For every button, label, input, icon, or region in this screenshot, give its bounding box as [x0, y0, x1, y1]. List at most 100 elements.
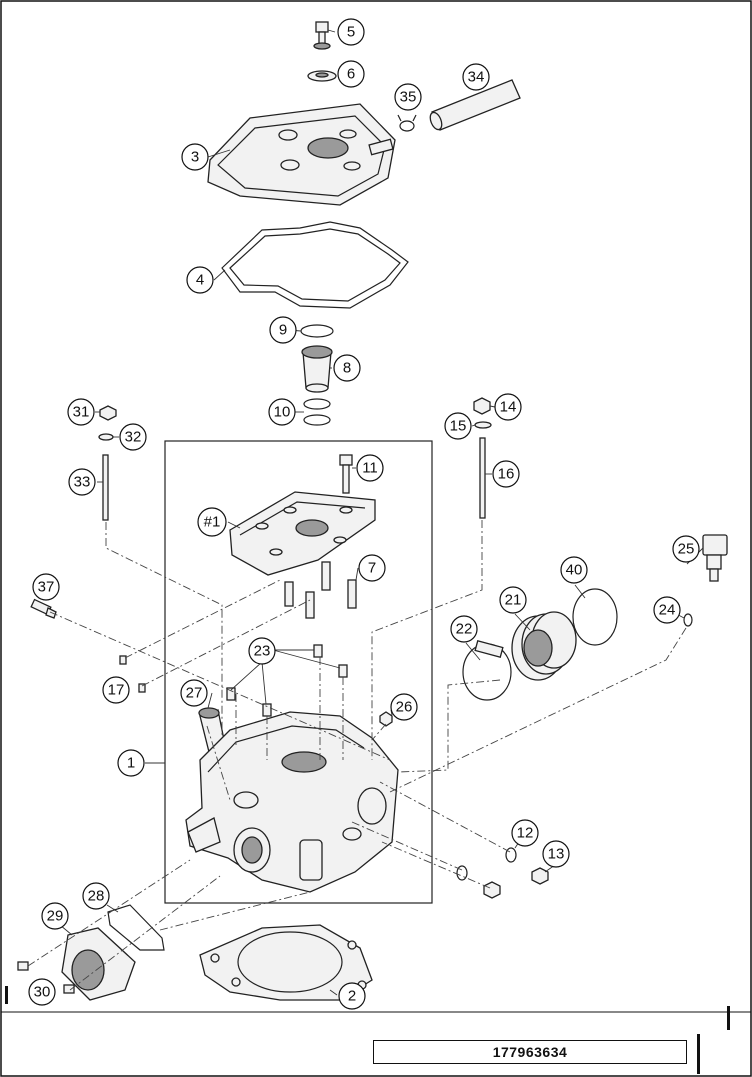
- dowel-pins-part-23: [226, 644, 348, 717]
- breather-hose-part-34: [429, 79, 521, 131]
- callout-17: 17: [102, 676, 130, 704]
- callout-8: 8: [333, 354, 361, 382]
- svg-text:30: 30: [34, 984, 51, 1001]
- callout-27: 27: [180, 679, 208, 707]
- washer-part-32: [98, 433, 114, 441]
- callout-25: 25: [672, 535, 700, 563]
- callout-14: 14: [494, 393, 522, 421]
- svg-text:13: 13: [548, 846, 565, 863]
- callout-15: 15: [444, 412, 472, 440]
- callout-10: 10: [268, 398, 296, 426]
- svg-text:40: 40: [566, 562, 583, 579]
- callout-35: 35: [394, 83, 422, 111]
- o-rings-part-10: [303, 398, 331, 426]
- svg-text:33: 33: [74, 474, 91, 491]
- temperature-sensor-part-25: [702, 534, 728, 582]
- svg-text:5: 5: [347, 24, 355, 41]
- svg-text:35: 35: [400, 89, 417, 106]
- callout-9: 9: [269, 316, 297, 344]
- callout-22: 22: [450, 615, 478, 643]
- plug-part-26: [379, 711, 393, 727]
- svg-text:22: 22: [456, 621, 473, 638]
- cylinder-head-assembly-box: [164, 440, 433, 904]
- intake-flange-part-29: [61, 927, 136, 1001]
- intake-gasket-part-28: [107, 904, 165, 951]
- callout-37: 37: [32, 573, 60, 601]
- callout-32: 32: [119, 423, 147, 451]
- svg-text:12: 12: [517, 825, 534, 842]
- svg-text:11: 11: [362, 460, 378, 477]
- callout-34: 34: [462, 63, 490, 91]
- camshaft-bridge-part-h1: [229, 491, 376, 576]
- svg-text:34: 34: [468, 69, 485, 86]
- sensor-part-37: [30, 598, 57, 619]
- frame-mark-bottom: [697, 1034, 700, 1074]
- callout-5: 5: [337, 18, 365, 46]
- svg-text:25: 25: [678, 541, 695, 558]
- frame-mark-right: [727, 1006, 730, 1030]
- svg-text:8: 8: [343, 360, 351, 377]
- callout-12: 12: [511, 819, 539, 847]
- callout-13: 13: [542, 840, 570, 868]
- frame-mark-left: [5, 986, 8, 1004]
- stud-part-33: [102, 454, 109, 521]
- svg-text:14: 14: [500, 399, 517, 416]
- callout-4: 4: [186, 266, 214, 294]
- valve-cover-gasket-part-4: [221, 221, 409, 309]
- callout-24: 24: [653, 596, 681, 624]
- callout-23: 23: [248, 637, 276, 665]
- callout-26: 26: [390, 693, 418, 721]
- seal-ring-part-12: [456, 847, 517, 881]
- nut-part-31: [99, 405, 117, 421]
- hose-clamp-part-35: [397, 114, 417, 132]
- callout-31: 31: [67, 398, 95, 426]
- callout-1: 1: [117, 749, 145, 777]
- callout-7: 7: [358, 554, 386, 582]
- bolt-part-5: [313, 21, 331, 50]
- callout-2: 2: [338, 982, 366, 1010]
- screw-plug-part-13: [483, 867, 549, 899]
- svg-text:27: 27: [186, 685, 203, 702]
- svg-text:16: 16: [498, 466, 515, 483]
- callout-3: 3: [181, 143, 209, 171]
- svg-text:2: 2: [348, 988, 356, 1005]
- svg-text:15: 15: [450, 418, 467, 435]
- callout-40: 40: [560, 556, 588, 584]
- stud-part-16: [479, 437, 486, 519]
- callout-28: 28: [82, 882, 110, 910]
- callout-30: 30: [28, 978, 56, 1006]
- spark-plug-sleeve-part-8: [301, 345, 333, 393]
- valve-cover-part-3: [207, 103, 396, 206]
- svg-text:37: 37: [38, 579, 55, 596]
- callout-6: 6: [337, 60, 365, 88]
- callout-16: 16: [492, 460, 520, 488]
- svg-text:26: 26: [396, 699, 413, 716]
- o-ring-part-9: [300, 324, 334, 338]
- svg-text:#1: #1: [204, 514, 221, 531]
- svg-text:4: 4: [196, 272, 204, 289]
- callout-11: 11: [356, 454, 384, 482]
- svg-text:32: 32: [125, 429, 142, 446]
- washer-part-15: [474, 421, 492, 429]
- hose-clamp-part-22: [462, 640, 512, 701]
- callout-21: 21: [499, 586, 527, 614]
- plug-part-17: [119, 655, 146, 693]
- bolt-part-11: [339, 454, 353, 494]
- svg-text:29: 29: [47, 908, 64, 925]
- svg-text:28: 28: [88, 888, 105, 905]
- svg-text:9: 9: [279, 322, 287, 339]
- callout-29: 29: [41, 902, 69, 930]
- svg-text:31: 31: [73, 404, 90, 421]
- alignment-lines: [27, 520, 687, 991]
- washer-part-6: [307, 70, 337, 82]
- svg-text:6: 6: [347, 66, 355, 83]
- svg-text:24: 24: [659, 602, 676, 619]
- nut-part-14: [473, 397, 491, 415]
- callout-h1: #1: [197, 507, 227, 537]
- cylinder-head-part-1: [185, 711, 399, 893]
- pins-part-7: [284, 561, 357, 619]
- svg-text:3: 3: [191, 149, 199, 166]
- document-number: 177963634: [373, 1040, 687, 1064]
- svg-text:1: 1: [127, 755, 135, 772]
